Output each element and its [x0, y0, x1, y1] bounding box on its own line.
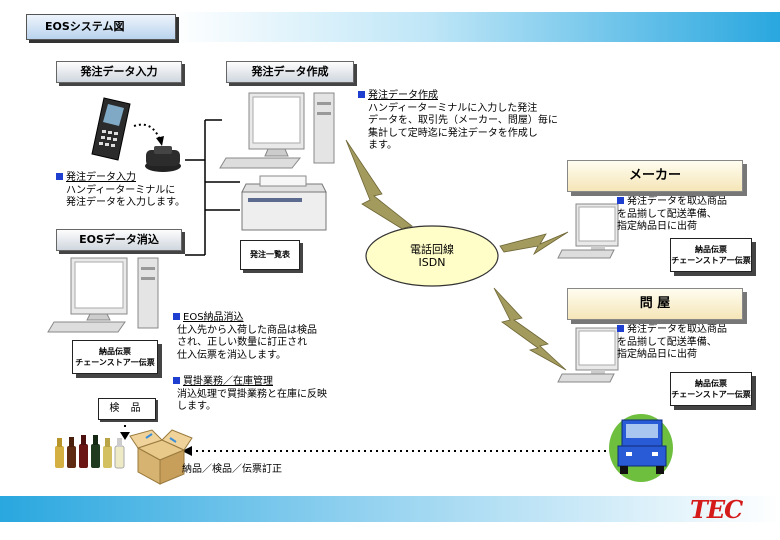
eos-reconcile-label: EOSデータ消込 [56, 229, 182, 251]
maker-pc-icon [557, 203, 619, 259]
order-input-label: 発注データ入力 [56, 61, 182, 83]
bullet-square-icon [358, 91, 365, 98]
payables-body: 消込処理で買掛業務と在庫に反映 します。 [177, 388, 327, 413]
slip-line2: チェーンストア一伝票 [671, 390, 751, 399]
order-pc-icon [219, 92, 335, 169]
footer-gradient-bar [0, 496, 780, 522]
printer-icon [241, 175, 327, 231]
payables-heading: 買掛業務／在庫管理 [183, 376, 273, 387]
open-box-icon [129, 429, 193, 485]
handheld-terminal-icon [91, 97, 131, 161]
eos-pc-icon [47, 257, 159, 333]
eos-delivery-body: 仕入先から入荷した商品は検品 され、正しい数量に訂正され 仕入伝票を消込します。 [177, 324, 317, 361]
diagram-title: EOSシステム図 [26, 14, 176, 40]
delivery-slip-wholesaler: 納品伝票 チェーンストア一伝票 [670, 372, 752, 406]
slip-line2: チェーンストア一伝票 [75, 358, 155, 367]
bullet-square-icon [173, 313, 180, 320]
connector-lines [185, 119, 240, 256]
brand-logo: TEC [690, 495, 743, 524]
network-line2: ISDN [418, 256, 446, 269]
wholesaler-pc-icon [557, 327, 619, 383]
delivery-slip-maker: 納品伝票 チェーンストア一伝票 [670, 238, 752, 272]
delivery-caption: 納品／検品／伝票訂正 [182, 464, 282, 475]
bullet-square-icon [56, 173, 63, 180]
network-label: 電話回線 ISDN [380, 243, 484, 269]
wholesaler-description: 発注データを取込商品 を品揃して配送準備、 指定納品日に出荷 [617, 324, 727, 362]
order-create-description: 発注データ作成 ハンディーターミナルに入力した発注 データを、取引先（メーカー、… [358, 90, 558, 153]
bullet-square-icon [617, 325, 624, 332]
maker-description: 発注データを取込商品 を品揃して配送準備、 指定納品日に出荷 [617, 196, 727, 234]
slip-line2: チェーンストア一伝票 [671, 256, 751, 265]
slip-line1: 納品伝票 [99, 347, 131, 356]
order-input-body: ハンディーターミナルに 発注データを入力します。 [66, 184, 185, 209]
delivery-slip-store: 納品伝票 チェーンストア一伝票 [72, 340, 158, 374]
bottles-icon [55, 435, 125, 469]
order-create-body: ハンディーターミナルに入力した発注 データを、取引先（メーカー、問屋）毎に 集計… [368, 102, 558, 152]
maker-body: 発注データを取込商品 を品揃して配送準備、 指定納品日に出荷 [617, 196, 727, 232]
order-create-heading: 発注データ作成 [368, 90, 438, 101]
bullet-square-icon [173, 377, 180, 384]
eos-delivery-heading: EOS納品消込 [183, 312, 244, 323]
order-list-document: 発注一覧表 [240, 240, 300, 270]
network-bubble [365, 225, 499, 287]
order-input-description: 発注データ入力 ハンディーターミナルに 発注データを入力します。 [56, 172, 185, 210]
eos-delivery-description: EOS納品消込 仕入先から入荷した商品は検品 され、正しい数量に訂正され 仕入伝… [173, 312, 317, 362]
slip-line1: 納品伝票 [695, 379, 727, 388]
order-create-label: 発注データ作成 [226, 61, 354, 83]
bullet-square-icon [617, 197, 624, 204]
network-line1: 電話回線 [410, 243, 454, 256]
maker-label: メーカー [567, 160, 743, 192]
wholesaler-body: 発注データを取込商品 を品揃して配送準備、 指定納品日に出荷 [617, 324, 727, 360]
order-input-heading: 発注データ入力 [66, 172, 136, 183]
slip-line1: 納品伝票 [695, 245, 727, 254]
delivery-truck-icon [609, 414, 673, 482]
charging-cradle-icon [145, 146, 181, 172]
wholesaler-label: 問 屋 [567, 288, 743, 320]
payables-description: 買掛業務／在庫管理 消込処理で買掛業務と在庫に反映 します。 [173, 376, 327, 414]
inspection-box: 検 品 [98, 398, 156, 420]
